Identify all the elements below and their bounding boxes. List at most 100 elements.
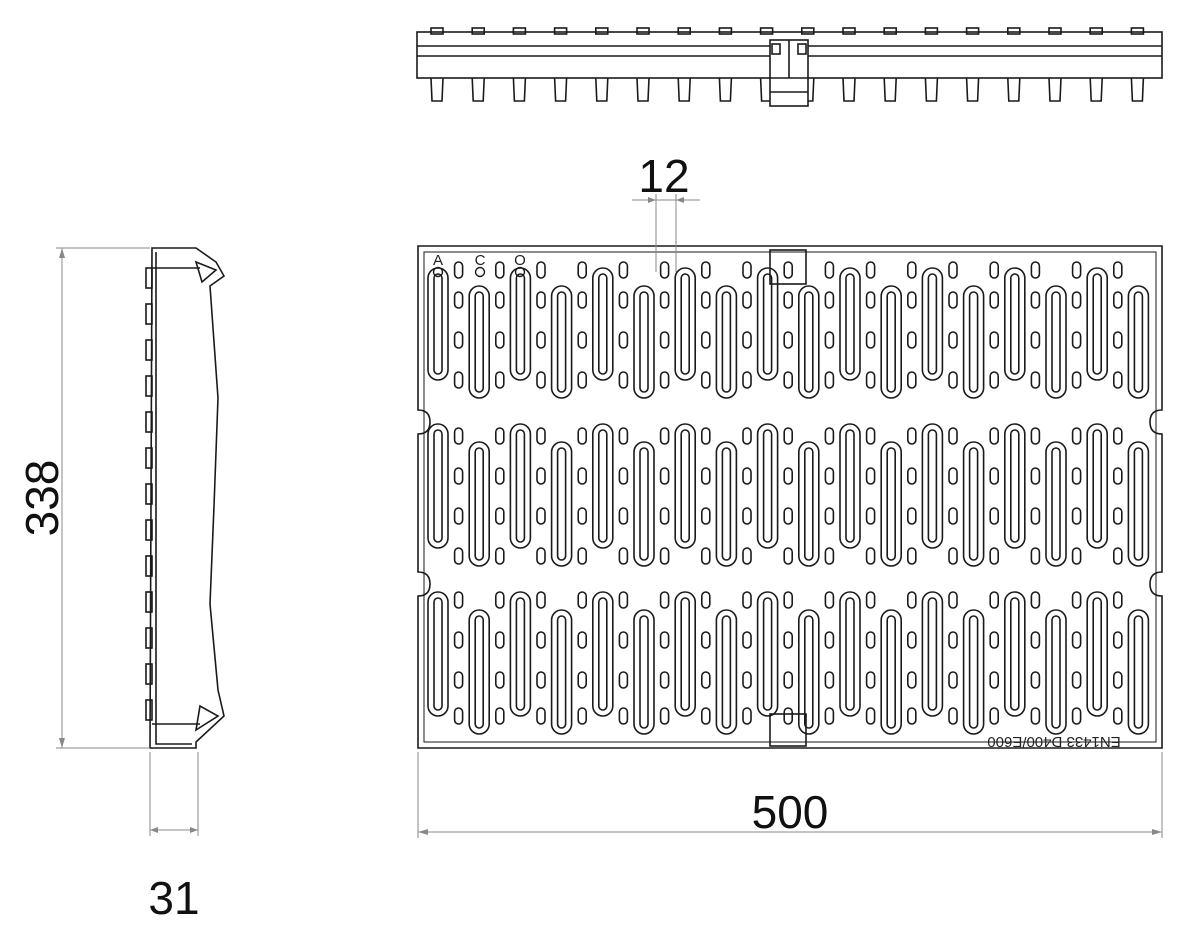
grate-slot-long xyxy=(797,441,820,567)
grate-small-hole xyxy=(824,427,835,445)
grate-small-hole xyxy=(948,371,958,389)
grate-small-hole xyxy=(536,331,546,349)
grate-small-hole xyxy=(1113,371,1123,389)
grate-slot-inner xyxy=(1009,597,1020,711)
top-view-nub xyxy=(430,27,444,35)
side-view-top-tab xyxy=(194,260,218,284)
grate-small-hole xyxy=(536,707,546,725)
grate-slot-inner xyxy=(968,615,979,729)
dimension-arrows xyxy=(59,197,1162,835)
grate-small-hole xyxy=(948,331,958,349)
grate-small-hole xyxy=(1113,547,1123,565)
grate-small-hole xyxy=(618,291,629,309)
grate-small-hole xyxy=(453,707,464,725)
grate-small-hole xyxy=(1030,507,1041,525)
grate-slot-inner xyxy=(1009,429,1020,543)
grate-small-hole xyxy=(577,427,588,445)
grate-small-hole xyxy=(742,507,752,525)
grate-slot-long xyxy=(674,267,697,381)
grate-small-hole xyxy=(494,631,505,649)
grate-small-hole xyxy=(948,591,958,609)
grate-slot-inner xyxy=(927,273,938,375)
slot-arrow-left xyxy=(648,197,656,203)
top-view-foot xyxy=(718,77,733,102)
grate-small-hole xyxy=(906,547,917,565)
top-view-nub xyxy=(1006,27,1021,35)
grate-small-hole xyxy=(783,427,794,445)
grate-small-hole xyxy=(948,707,958,725)
grate-small-hole xyxy=(659,591,670,609)
grate-slot-long xyxy=(591,267,614,381)
grate-small-hole xyxy=(453,631,464,649)
grate-small-hole xyxy=(618,507,629,525)
grate-small-hole xyxy=(989,331,1000,349)
grate-small-hole xyxy=(1071,591,1082,609)
grate-small-hole xyxy=(577,371,588,389)
grate-slot-long xyxy=(1086,423,1108,549)
grate-slot-long xyxy=(962,441,985,567)
grate-small-hole xyxy=(659,631,670,649)
top-view-nub xyxy=(800,27,815,35)
grate-small-hole xyxy=(618,261,629,279)
grate-small-hole xyxy=(453,291,464,309)
grate-slot-long xyxy=(1127,609,1150,735)
grate-small-hole xyxy=(865,671,876,689)
grate-slot-inner xyxy=(886,615,897,729)
grate-small-hole xyxy=(865,427,876,445)
grate-small-hole xyxy=(783,707,794,725)
grate-slot-long xyxy=(509,591,532,717)
side-view-inner-line xyxy=(155,252,192,745)
grate-small-hole xyxy=(989,261,1000,279)
grate-small-hole xyxy=(1113,631,1123,649)
grate-small-hole xyxy=(742,547,752,565)
side-view-tooth xyxy=(145,339,153,361)
grate-small-hole xyxy=(824,591,835,609)
grate-small-hole xyxy=(659,261,670,279)
corner-hole-c xyxy=(474,266,486,278)
grate-small-hole xyxy=(906,371,917,389)
grate-small-hole xyxy=(577,467,588,485)
grate-slot-inner xyxy=(1133,291,1144,393)
grate-slot-long xyxy=(550,609,573,735)
grate-small-hole xyxy=(494,671,505,689)
grate-small-hole xyxy=(453,261,464,279)
grate-small-hole xyxy=(906,331,917,349)
top-view-foot xyxy=(430,77,444,102)
grate-small-hole xyxy=(824,631,835,649)
grate-slot-long xyxy=(550,285,573,399)
grate-small-hole xyxy=(700,591,711,609)
grate-small-hole xyxy=(865,291,876,309)
height-arrow-bottom xyxy=(59,738,65,748)
grate-small-hole xyxy=(494,507,505,525)
grate-small-hole xyxy=(906,261,917,279)
grate-small-hole xyxy=(700,261,711,279)
grate-slot-inner xyxy=(845,273,855,375)
grate-small-hole xyxy=(989,547,1000,565)
grate-small-hole xyxy=(783,371,794,389)
grate-small-hole xyxy=(618,591,629,609)
grate-small-hole xyxy=(989,427,1000,445)
grate-small-hole xyxy=(618,371,629,389)
grate-small-hole xyxy=(453,507,464,525)
slot-width-dimension-label: 12 xyxy=(638,150,689,202)
grate-small-hole xyxy=(824,547,835,565)
grate-small-hole xyxy=(742,591,752,609)
top-view-nub xyxy=(1048,27,1062,35)
grate-small-hole xyxy=(1071,507,1082,525)
grate-slot-inner xyxy=(803,291,814,393)
top-view-foot xyxy=(842,77,856,102)
grate-slot-long xyxy=(633,441,655,567)
grate-slot-inner xyxy=(886,291,897,393)
grate-small-hole xyxy=(1071,371,1082,389)
side-view-tooth xyxy=(145,303,153,325)
grate-slot-long xyxy=(633,609,655,735)
grate-slot-long xyxy=(839,591,861,717)
grate-small-hole xyxy=(618,547,629,565)
grate-small-hole xyxy=(824,671,835,689)
grate-plan-view xyxy=(417,245,1163,749)
grate-slot-long xyxy=(509,423,532,549)
grate-small-hole xyxy=(536,261,546,279)
grate-small-hole xyxy=(742,631,752,649)
corner-letter-a: A xyxy=(433,252,443,269)
grate-slot-long xyxy=(591,423,614,549)
